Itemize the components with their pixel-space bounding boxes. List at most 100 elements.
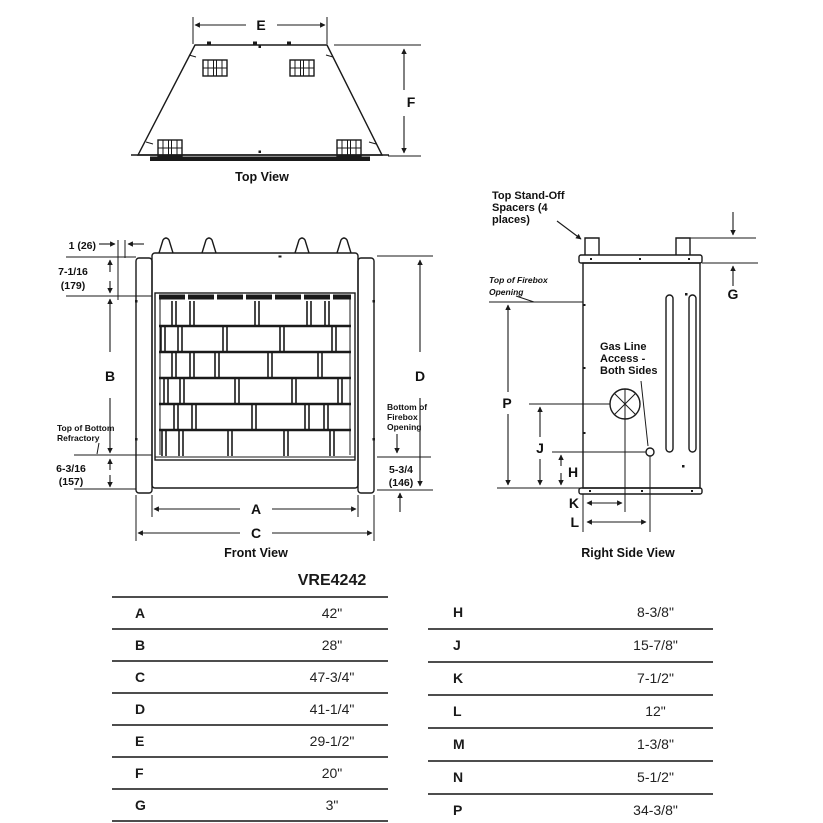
row-key: G [135, 797, 146, 813]
row-value: 15-7/8" [633, 637, 678, 653]
dim-label-b: B [105, 368, 115, 384]
table-row: K 7-1/2" [428, 663, 713, 696]
row-key: N [453, 769, 464, 785]
table-row: N 5-1/2" [428, 762, 713, 795]
row-value: 12" [645, 703, 666, 719]
row-key: K [453, 670, 464, 686]
hood-base-band [150, 156, 370, 161]
model-number-header: VRE4242 [112, 566, 388, 598]
row-value: 42" [321, 605, 343, 621]
row-key: H [453, 604, 464, 620]
width-extensions [135, 495, 375, 541]
side-slot-2 [688, 294, 697, 453]
base-height-mm: (157) [59, 476, 84, 488]
gas-note-1: Gas Line [600, 341, 646, 353]
g-ref-lines [690, 237, 758, 264]
dimension-table-left: VRE4242 A 42" B 28" C 47-3/4" D 41-1/4" E 29-… [112, 566, 388, 822]
dim-label-g: G [728, 286, 739, 302]
hearth-height-mm: (146) [389, 477, 414, 489]
right-side-view-diagram: Top Stand-Off Spacers (4 places) G Top o… [489, 190, 758, 560]
firebox-top-note-2: Opening [489, 287, 524, 297]
screw-dots [135, 255, 375, 441]
front-body [151, 252, 359, 489]
firebox-opening [154, 292, 356, 461]
row-value: 20" [321, 765, 343, 781]
base-height-label: 6-3/16 [56, 463, 86, 475]
top-view-diagram: E F Top View [131, 17, 421, 184]
front-view-diagram: 1 (26) 7-1/16 (179) B Top of Bottom Refr… [56, 237, 433, 560]
technical-drawing: E F Top View 1 (26) 7-1/16 (179) [56, 17, 758, 560]
row-key: J [453, 637, 461, 653]
spacers-note-2: Spacers (4 [492, 202, 549, 214]
dim-label-k: K [569, 495, 579, 511]
gas-note-3: Both Sides [600, 365, 657, 377]
row-value: 47-3/4" [309, 669, 355, 685]
right-refs [377, 255, 433, 491]
firebox-top-note-1: Top of Firebox [489, 275, 549, 285]
brick-pattern [160, 301, 343, 456]
dim-e-extensions [192, 17, 328, 44]
table-row: B 28" [112, 630, 388, 662]
row-key: C [135, 669, 146, 685]
spacers-note-3: places) [492, 214, 530, 226]
gas-note-2: Access - [600, 353, 646, 365]
table-row: A 42" [112, 598, 388, 630]
firebox-note-3: Opening [387, 422, 421, 432]
row-value: 28" [321, 637, 343, 653]
refractory-note-2: Refractory [57, 433, 100, 443]
left-flange [135, 257, 153, 494]
model-number: VRE4242 [297, 572, 367, 589]
right-flange [357, 257, 375, 494]
dim-f-extensions [334, 44, 421, 157]
row-value: 8-3/8" [637, 604, 674, 620]
hood-tabs [207, 41, 291, 153]
header-height-mm: (179) [61, 280, 86, 292]
table-row: C 47-3/4" [112, 662, 388, 694]
dim-label-p: P [502, 395, 511, 411]
table-row: E 29-1/2" [112, 726, 388, 758]
top-view-caption: Top View [235, 170, 289, 184]
side-view-caption: Right Side View [581, 546, 675, 560]
vent-grilles [157, 59, 362, 157]
dim-label-j: J [536, 440, 544, 456]
row-key: E [135, 733, 145, 749]
dim-label-c: C [251, 525, 261, 541]
row-key: M [453, 736, 465, 752]
offset-dim-label: 1 (26) [69, 240, 96, 252]
gas-access-symbol [529, 380, 655, 532]
row-key: D [135, 701, 146, 717]
row-key: A [135, 605, 146, 621]
dim-label-f: F [407, 94, 416, 110]
table-row: D 41-1/4" [112, 694, 388, 726]
row-value: 1-3/8" [637, 736, 674, 752]
spacers-note-1: Top Stand-Off [492, 190, 565, 202]
hood-outline [136, 44, 384, 156]
brick-mortar-lines [159, 324, 351, 432]
dim-label-l: L [570, 514, 579, 530]
firebox-note-1: Bottom of [387, 402, 427, 412]
firebox-note-2: Firebox [387, 412, 418, 422]
dim-label-h: H [568, 464, 578, 480]
row-key: P [453, 802, 463, 818]
hearth-height-label: 5-3/4 [389, 464, 413, 476]
top-standoff-tabs [158, 237, 352, 254]
row-value: 7-1/2" [637, 670, 674, 686]
row-value: 41-1/4" [309, 701, 355, 717]
row-value: 29-1/2" [309, 733, 355, 749]
table-row: H 8-3/8" [428, 597, 713, 630]
dim-label-d: D [415, 368, 425, 384]
refractory-refs [74, 442, 152, 490]
offset-ticks [117, 240, 126, 300]
p-ref-lines [489, 295, 583, 489]
side-bottom-band [578, 487, 703, 495]
row-value: 5-1/2" [637, 769, 674, 785]
row-key: B [135, 637, 146, 653]
table-row: M 1-3/8" [428, 729, 713, 762]
table-row: J 15-7/8" [428, 630, 713, 663]
